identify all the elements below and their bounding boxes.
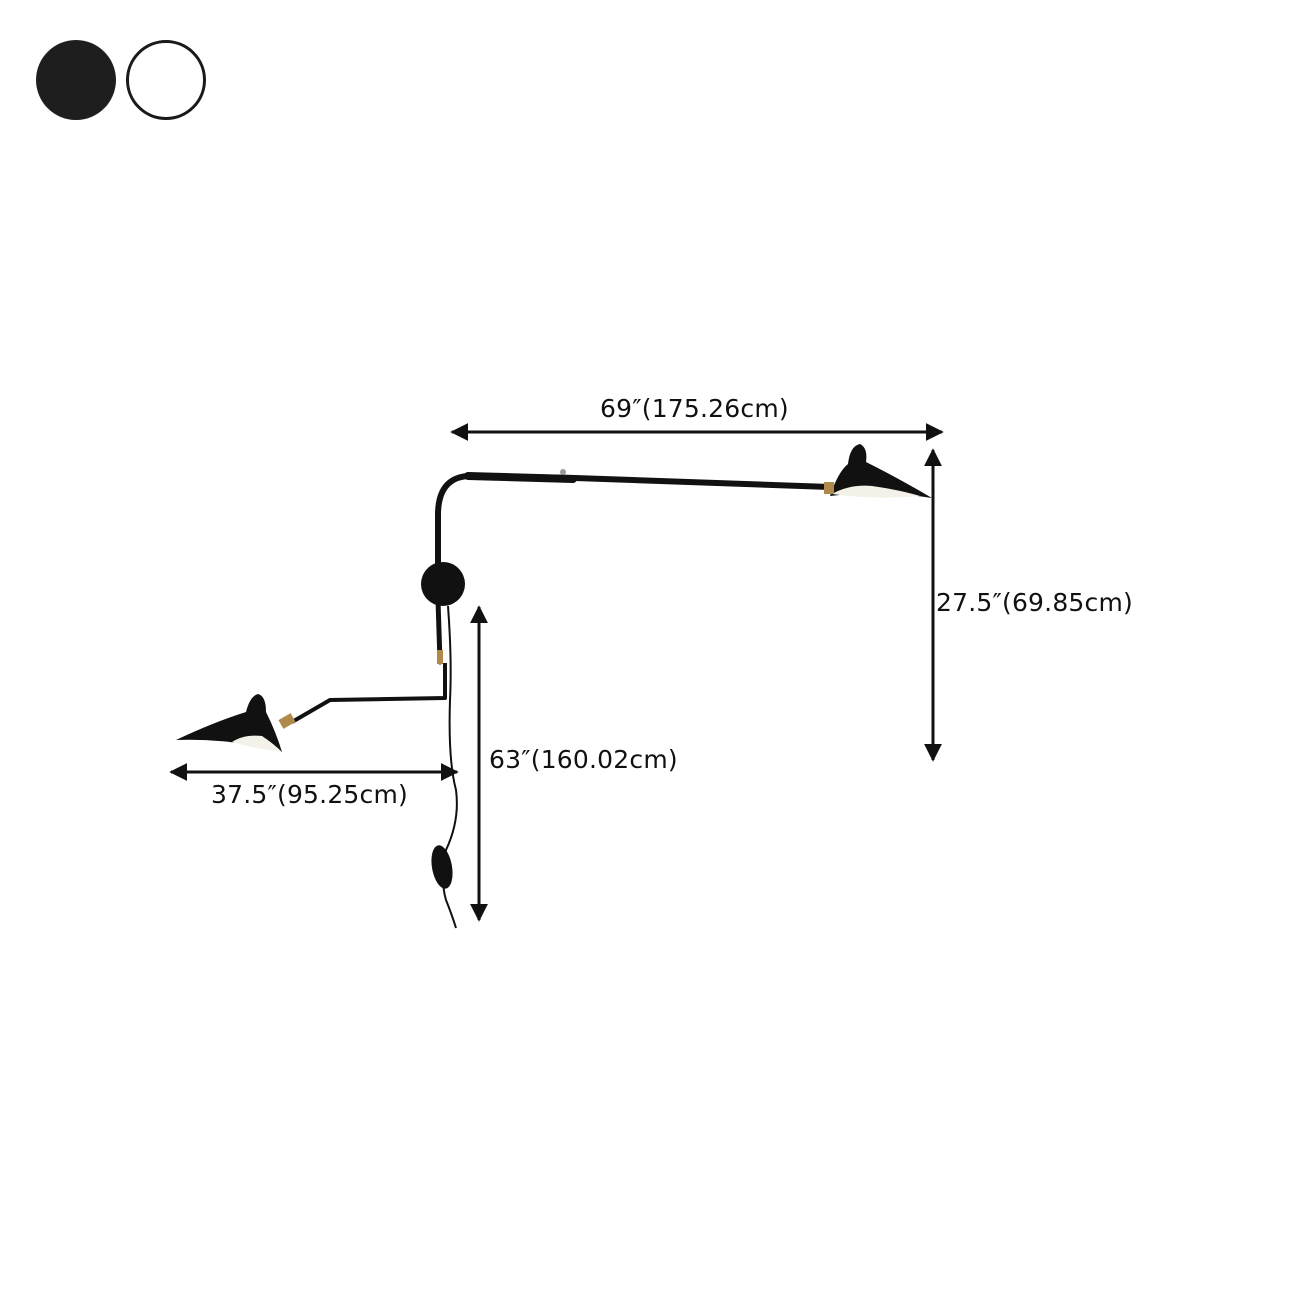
brass-joint — [437, 650, 443, 664]
cord-switch-icon — [431, 845, 453, 889]
lower-brass-joint — [278, 713, 296, 729]
upper-arm-thick-section — [464, 472, 577, 483]
right-shade-icon — [824, 444, 932, 498]
total-height-label: 63″(160.02cm) — [489, 745, 678, 774]
white-finish-swatch[interactable] — [126, 40, 206, 120]
arm-knuckle — [560, 469, 566, 475]
right-drop-label: 27.5″(69.85cm) — [936, 588, 1133, 617]
upper-arm — [435, 472, 833, 598]
total-width-label: 69″(175.26cm) — [600, 394, 789, 423]
black-finish-swatch[interactable] — [36, 40, 116, 120]
left-shade-icon — [176, 694, 282, 752]
lower-arm — [290, 663, 447, 724]
power-cord — [442, 605, 458, 929]
left-arm-width-label: 37.5″(95.25cm) — [211, 780, 408, 809]
wall-mount-plate-icon — [421, 562, 465, 606]
